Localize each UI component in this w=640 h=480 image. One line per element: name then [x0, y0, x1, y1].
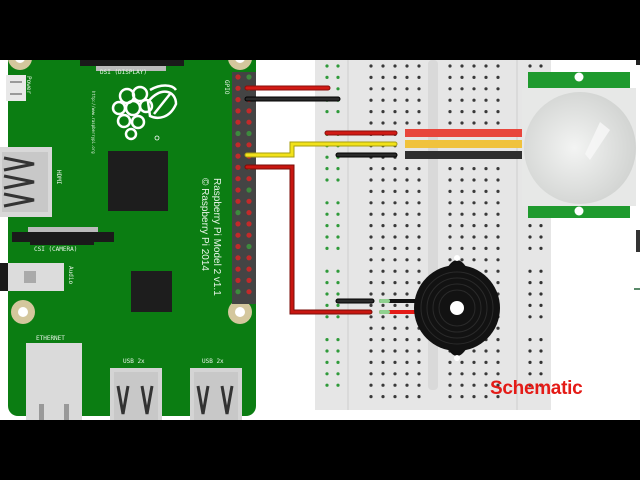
csi-label: CSI (CAMERA) — [34, 246, 78, 253]
gpio-label: GPIO — [223, 80, 230, 95]
pir-sensor — [522, 72, 636, 218]
usb1-label: USB 2x — [123, 358, 145, 365]
usb2-label: USB 2x — [202, 358, 224, 365]
dsi-label: DSI (DISPLAY) — [100, 69, 147, 76]
breadboard — [315, 60, 551, 410]
pir-leads — [405, 129, 525, 159]
raspberry-pi-board — [0, 60, 256, 416]
ethernet-port — [26, 343, 82, 420]
model-text: Raspberry Pi Model 2 v1.1 — [211, 178, 222, 296]
hdmi-label: HDMI — [55, 170, 62, 185]
usb-port-1 — [110, 368, 162, 420]
schematic-caption: Schematic — [490, 378, 583, 399]
copyright-text: © Raspberry Pi 2014 — [199, 178, 210, 271]
ethernet-label: ETHERNET — [36, 335, 65, 342]
circuit-graphics — [0, 60, 640, 420]
piezo-buzzer — [414, 255, 500, 361]
raspberry-pi-logo — [111, 84, 178, 141]
power-label: Power — [25, 76, 32, 95]
right-edge-fragment — [634, 60, 640, 290]
wires — [244, 85, 422, 315]
audio-label: Audio — [67, 266, 74, 285]
usb-port-2 — [190, 368, 242, 420]
url-label: http://www.raspberrypi.org — [91, 91, 96, 154]
circuit-diagram: DSI (DISPLAY) Power HDMI CSI (CAMERA) Au… — [0, 60, 640, 420]
